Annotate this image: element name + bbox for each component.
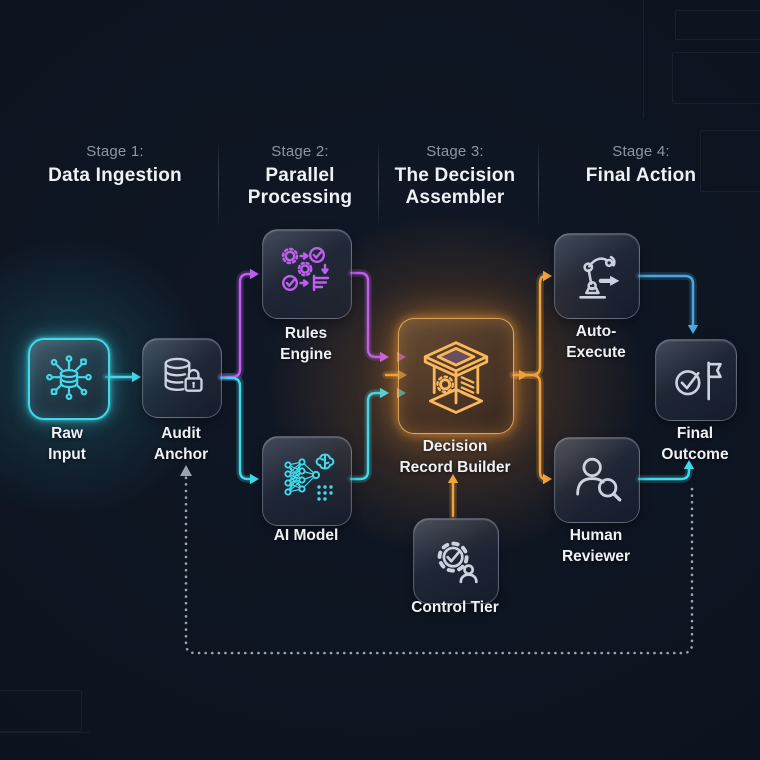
node-ai-model bbox=[262, 436, 352, 526]
stage-4-title: Final Action bbox=[585, 165, 697, 186]
database-lock-icon bbox=[164, 357, 203, 392]
user-magnifier-icon bbox=[576, 457, 622, 502]
edge-drb-to-human-reviewer bbox=[522, 373, 547, 481]
node-audit-anchor bbox=[142, 338, 222, 418]
circuit-decoration bbox=[0, 732, 90, 733]
circuit-decoration bbox=[675, 10, 760, 40]
stage-3-title: The Decision bbox=[394, 165, 516, 186]
robot-arm-icon bbox=[579, 255, 620, 299]
stage-2-label: Stage 2: bbox=[271, 143, 329, 160]
edge-auto-execute-to-final-outcome bbox=[637, 274, 695, 327]
stage-2-title: Parallel bbox=[265, 165, 335, 186]
node-label-ai-model: AI Model bbox=[273, 527, 339, 544]
stage-1-label: Stage 1: bbox=[86, 143, 144, 160]
node-control-tier bbox=[413, 518, 499, 604]
stage-divider bbox=[538, 140, 539, 228]
edge-rules-engine-to-drb bbox=[349, 271, 382, 359]
edge-feedback-to-audit-anchor bbox=[184, 475, 694, 655]
node-auto-execute bbox=[554, 233, 640, 319]
circuit-decoration bbox=[700, 130, 760, 192]
circuit-decoration bbox=[643, 0, 644, 118]
edge-ai-model-to-drb bbox=[349, 391, 382, 481]
neural-network-icon bbox=[284, 453, 335, 501]
assembler-crate-icon bbox=[423, 341, 489, 414]
circuit-decoration bbox=[0, 690, 82, 732]
edge-human-reviewer-to-final-outcome bbox=[637, 467, 691, 481]
node-label-control-tier: Control Tier bbox=[411, 599, 499, 616]
edge-audit-anchor-to-rules-engine bbox=[219, 272, 253, 379]
stage-3-header: Stage 3: The Decision Assembler bbox=[370, 143, 540, 209]
edge-audit-anchor-to-ai-model bbox=[219, 376, 253, 481]
stage-1-header: Stage 1: Data Ingestion bbox=[30, 143, 200, 187]
database-network-icon bbox=[46, 355, 92, 401]
node-human-reviewer bbox=[554, 437, 640, 523]
node-raw-input bbox=[28, 338, 110, 420]
stage-4-header: Stage 4: Final Action bbox=[556, 143, 726, 187]
stage-2-header: Stage 2: Parallel Processing bbox=[215, 143, 385, 209]
rules-workflow-icon bbox=[281, 246, 330, 292]
stage-divider bbox=[218, 140, 219, 228]
node-label-auto-execute: Auto-Execute bbox=[566, 323, 626, 361]
node-rules-engine bbox=[262, 229, 352, 319]
node-final-outcome bbox=[655, 339, 737, 421]
stage-divider bbox=[378, 140, 379, 228]
check-flag-icon bbox=[675, 361, 722, 401]
circuit-decoration bbox=[672, 52, 760, 104]
node-decision-record-builder bbox=[398, 318, 514, 434]
stage-1-title: Data Ingestion bbox=[48, 165, 182, 186]
stage-4-label: Stage 4: bbox=[612, 143, 670, 160]
stage-3-label: Stage 3: bbox=[426, 143, 484, 160]
gear-check-user-icon bbox=[437, 541, 478, 584]
